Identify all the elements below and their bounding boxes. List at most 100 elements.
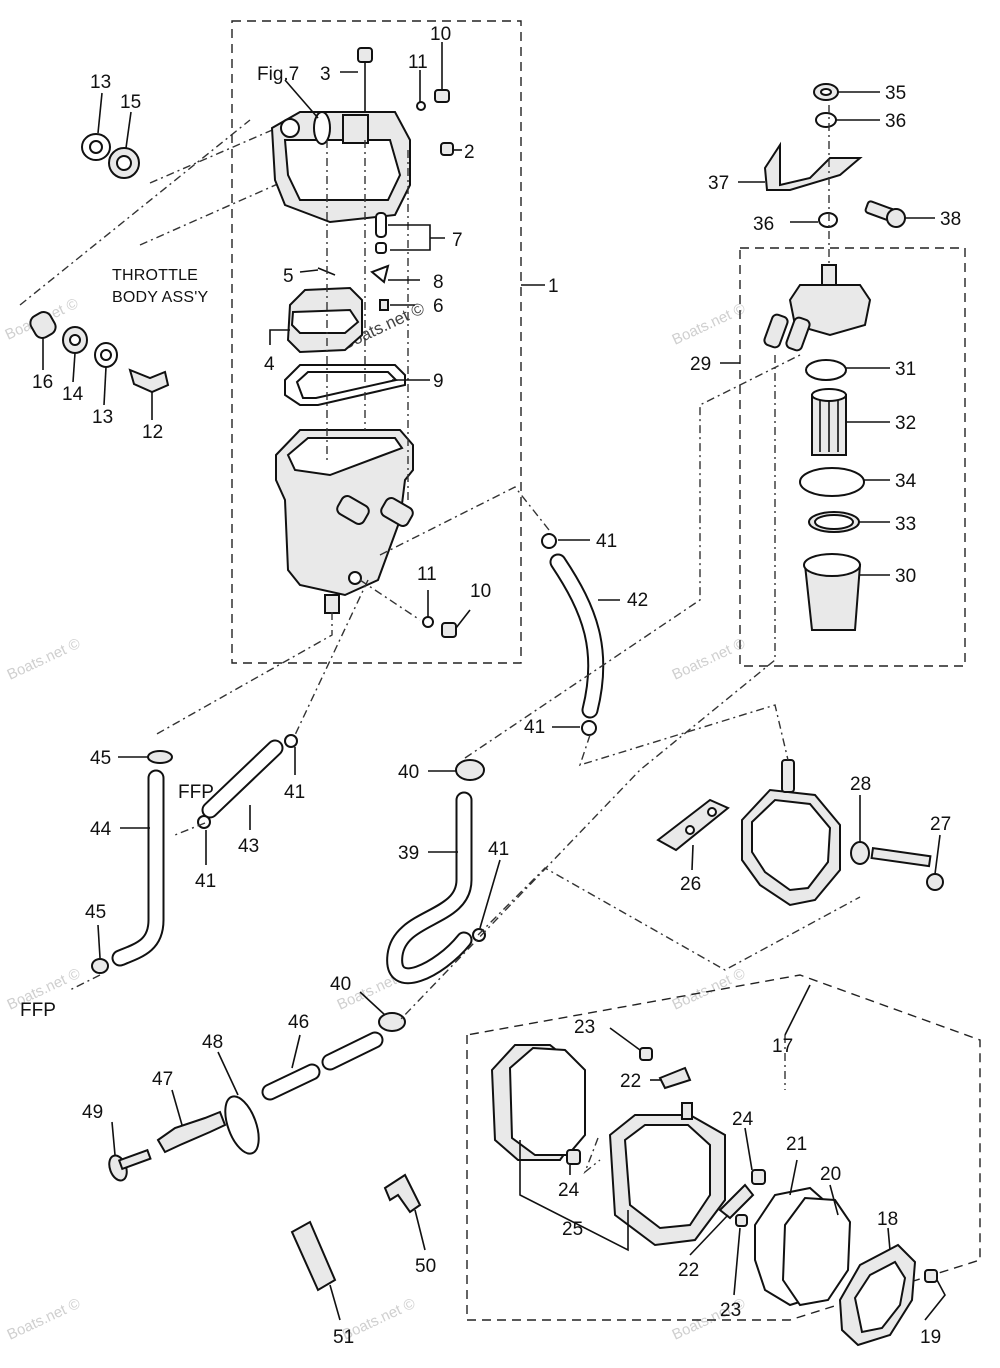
bolt-27 [870, 847, 932, 868]
dash-line [379, 486, 550, 556]
bowl-drain-boss [348, 571, 362, 585]
fuel-filter [763, 83, 906, 631]
part-label: 41 [195, 871, 216, 892]
part-label: 42 [627, 590, 648, 611]
part-label: 49 [82, 1102, 103, 1123]
float-needle-7 [375, 212, 387, 238]
bowl-nozzle-2 [380, 497, 414, 527]
part-label: 47 [152, 1069, 173, 1090]
part-label: 11 [417, 564, 437, 585]
part-label: 8 [433, 272, 444, 293]
part-label: 48 [202, 1032, 223, 1053]
filter-head-nozzle-1 [763, 313, 789, 349]
leader-line [455, 609, 471, 629]
washer-28 [850, 841, 870, 865]
part-labels: 1 2 3 4 5 6 7 8 9 10 10 11 11 12 13 13 1… [32, 24, 961, 1348]
grommet-15-hole [116, 155, 132, 171]
part-label: 19 [920, 1327, 941, 1348]
leader-line [97, 92, 103, 134]
leader-line [519, 1140, 629, 1252]
part-label: 11 [408, 52, 428, 73]
leader-line [829, 1184, 839, 1216]
part-label: 18 [877, 1209, 898, 1230]
part-label: 22 [620, 1071, 641, 1092]
hose-clamps [91, 533, 597, 1032]
dash-line [464, 354, 801, 759]
dash-line [294, 579, 369, 736]
part-label: 10 [430, 24, 451, 45]
part-label: 17 [772, 1036, 793, 1057]
part-label: 20 [820, 1164, 841, 1185]
diaphragm-25-b [508, 1046, 586, 1156]
pump-cover-18-face [853, 1260, 907, 1334]
clip-50 [383, 1173, 422, 1214]
part-label: 15 [120, 92, 141, 113]
leader-line [217, 1051, 239, 1096]
connector-47 [156, 1110, 227, 1154]
clamp-41-a [541, 533, 557, 549]
grommet-14-hole [69, 334, 81, 346]
part-label: 22 [678, 1260, 699, 1281]
watermark: Boats.net © [5, 1295, 83, 1344]
hose-39-inner [388, 793, 471, 983]
part-label: 43 [238, 836, 259, 857]
fuel-pump [656, 759, 944, 907]
part-label: 7 [452, 230, 463, 251]
pump-center-body-face [623, 1124, 711, 1230]
screw-3-head [357, 47, 373, 63]
hose-43-inner [203, 741, 282, 817]
bolt-27-head [926, 873, 944, 891]
part-label: 26 [680, 874, 701, 895]
separator-cover-top [283, 139, 402, 201]
part-label: 1 [548, 276, 559, 297]
part-label: 44 [90, 819, 112, 840]
dash-line [583, 1137, 601, 1175]
leader-line [103, 366, 107, 406]
leader-line [97, 924, 101, 959]
leader-line [171, 1089, 183, 1126]
hoses [111, 553, 605, 1101]
part-label: 10 [470, 581, 491, 602]
leader-line [784, 984, 811, 1036]
float-seat-7 [375, 242, 387, 254]
screw-2 [440, 142, 454, 156]
part-label: 13 [90, 72, 111, 93]
hose-42-inner [551, 555, 603, 717]
part-label: 33 [895, 514, 916, 535]
part-label: 14 [62, 384, 84, 405]
screw-19 [924, 1269, 938, 1283]
note-throttle-line2: BODY ASS'Y [112, 289, 208, 306]
washer-36-top [815, 112, 837, 128]
screw-24-left [566, 1149, 581, 1165]
gasket-26 [656, 798, 730, 852]
o-ring-34 [799, 467, 865, 497]
collar-16 [29, 311, 57, 339]
fuel-pump-inlet [781, 759, 795, 793]
screw-23-lower [735, 1214, 748, 1227]
filter-element-32-top [811, 388, 847, 402]
watermark: Boats.net © [670, 635, 748, 684]
clamp-45-top [147, 750, 173, 764]
part-label: 23 [720, 1300, 741, 1321]
leader-line [924, 1279, 946, 1321]
leader-line [329, 1284, 341, 1321]
part-label: 41 [488, 839, 509, 860]
part-label: 4 [264, 354, 275, 375]
part-label: 34 [895, 471, 917, 492]
dash-line [399, 355, 776, 1021]
leader-line [111, 1121, 116, 1156]
leader-lines [42, 42, 946, 1321]
part-label: 9 [433, 371, 444, 392]
part-label: 32 [895, 413, 916, 434]
dash-line [174, 822, 206, 836]
valve-22-top [658, 1066, 692, 1090]
note-fig7: Fig.7 [257, 64, 299, 85]
ring-33-inner [814, 514, 854, 530]
clamp-41-c [284, 734, 298, 748]
clamp-40-top [455, 759, 485, 781]
bolt-38-head [886, 208, 906, 228]
leader-line [299, 269, 319, 273]
part-label: 2 [464, 142, 475, 163]
routing-lines [69, 354, 861, 1175]
part-label: 40 [330, 974, 351, 995]
